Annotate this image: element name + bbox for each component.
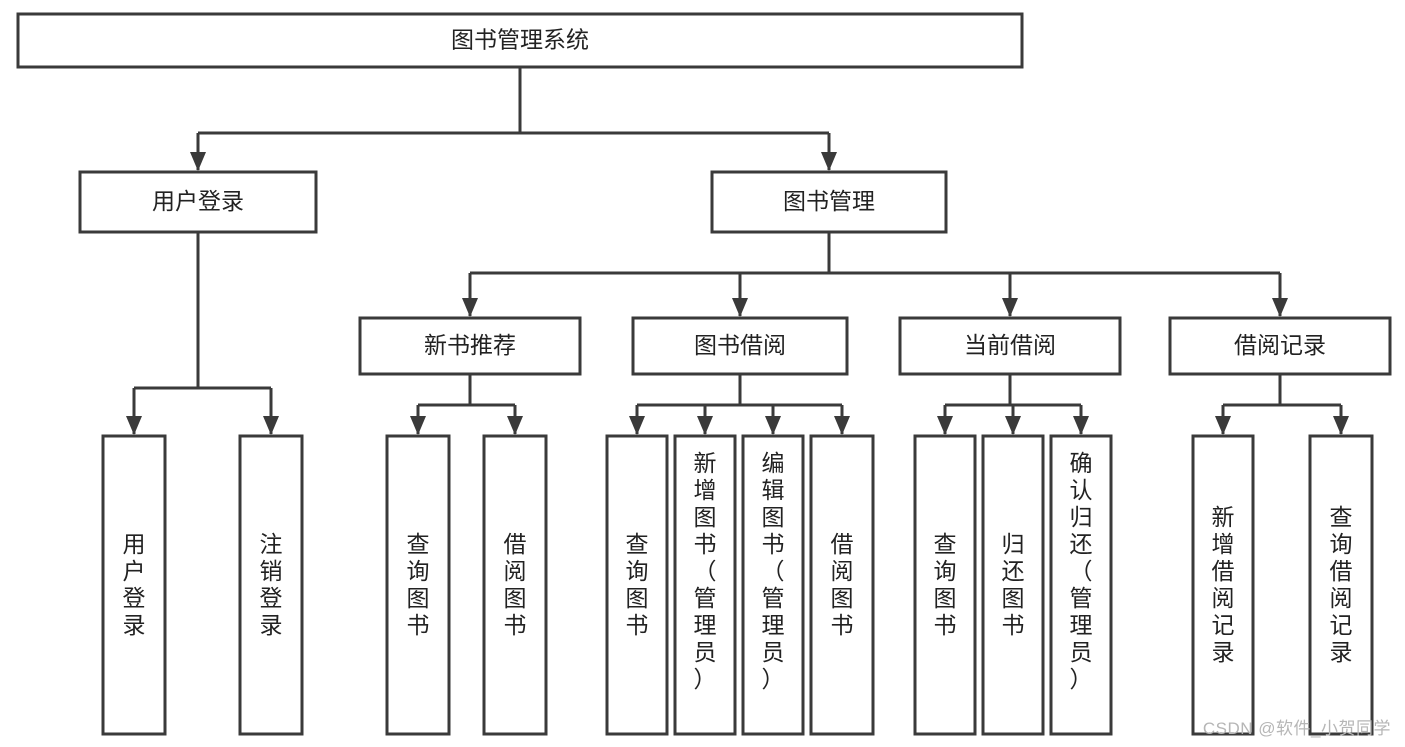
node-label: 新增借阅记录 [1212,504,1235,665]
arrow-head-icon [1005,416,1021,435]
node-box [101,434,167,736]
node-box [1049,434,1113,736]
node-leaf-12[interactable]: 查询借阅记录 [1308,434,1374,736]
node-leaf-8[interactable]: 查询图书 [913,434,977,736]
node-label: 借阅记录 [1234,332,1326,358]
arrow-head-icon [126,416,142,435]
node-box [898,316,1122,376]
node-box [358,316,582,376]
node-label: 借阅图书 [504,531,527,638]
node-leaf-3[interactable]: 借阅图书 [482,434,548,736]
node-box [16,12,1024,69]
arrow-head-icon [1333,416,1349,435]
node-box [605,434,669,736]
node-label: 查询借阅记录 [1330,504,1353,665]
node-label: 当前借阅 [964,332,1056,358]
node-root-0[interactable]: 图书管理系统 [16,12,1024,69]
node-label: 确认归还（管理员） [1070,450,1093,692]
node-l3-3[interactable]: 借阅记录 [1168,316,1392,376]
node-l2-0[interactable]: 用户登录 [78,170,318,234]
arrow-head-icon [765,416,781,435]
arrow-head-icon [507,416,523,435]
arrow-head-icon [732,298,748,317]
node-layer: 图书管理系统用户登录图书管理新书推荐图书借阅当前借阅借阅记录用户登录注销登录查询… [16,12,1392,736]
node-l3-1[interactable]: 图书借阅 [631,316,849,376]
node-l2-1[interactable]: 图书管理 [710,170,948,234]
node-box [741,434,805,736]
arrow-head-icon [410,416,426,435]
node-label: 图书管理 [783,188,875,214]
node-leaf-11[interactable]: 新增借阅记录 [1191,434,1255,736]
connector-layer [126,67,1349,435]
node-box [913,434,977,736]
node-leaf-10[interactable]: 确认归还（管理员） [1049,434,1113,736]
arrow-head-icon [1215,416,1231,435]
node-box [78,170,318,234]
node-label: 用户登录 [123,531,146,638]
node-label: 归还图书 [1002,531,1025,638]
node-box [631,316,849,376]
arrow-head-icon [263,416,279,435]
node-box [673,434,737,736]
arrow-head-icon [462,298,478,317]
arrow-head-icon [1272,298,1288,317]
arrow-head-icon [190,152,206,171]
node-label: 编辑图书（管理员） [762,450,785,692]
node-box [385,434,451,736]
node-leaf-5[interactable]: 新增图书（管理员） [673,434,737,736]
node-box [1308,434,1374,736]
arrow-head-icon [697,416,713,435]
node-label: 新书推荐 [424,332,516,358]
node-label: 注销登录 [260,531,283,638]
node-box [1191,434,1255,736]
node-label: 借阅图书 [831,531,854,638]
node-leaf-9[interactable]: 归还图书 [981,434,1045,736]
node-label: 图书借阅 [694,332,786,358]
node-leaf-2[interactable]: 查询图书 [385,434,451,736]
node-box [809,434,875,736]
node-label: 图书管理系统 [451,27,589,53]
node-box [710,170,948,234]
node-label: 新增图书（管理员） [694,450,717,692]
arrow-head-icon [937,416,953,435]
node-leaf-4[interactable]: 查询图书 [605,434,669,736]
arrow-head-icon [629,416,645,435]
node-leaf-6[interactable]: 编辑图书（管理员） [741,434,805,736]
node-l3-2[interactable]: 当前借阅 [898,316,1122,376]
node-l3-0[interactable]: 新书推荐 [358,316,582,376]
node-label: 用户登录 [152,188,244,214]
node-box [1168,316,1392,376]
node-leaf-1[interactable]: 注销登录 [238,434,304,736]
node-label: 查询图书 [934,531,957,638]
node-leaf-7[interactable]: 借阅图书 [809,434,875,736]
node-label: 查询图书 [407,531,430,638]
node-box [482,434,548,736]
arrow-head-icon [1002,298,1018,317]
arrow-head-icon [821,152,837,171]
node-leaf-0[interactable]: 用户登录 [101,434,167,736]
arrow-head-icon [834,416,850,435]
node-box [238,434,304,736]
arrow-head-icon [1073,416,1089,435]
node-label: 查询图书 [626,531,649,638]
node-box [981,434,1045,736]
